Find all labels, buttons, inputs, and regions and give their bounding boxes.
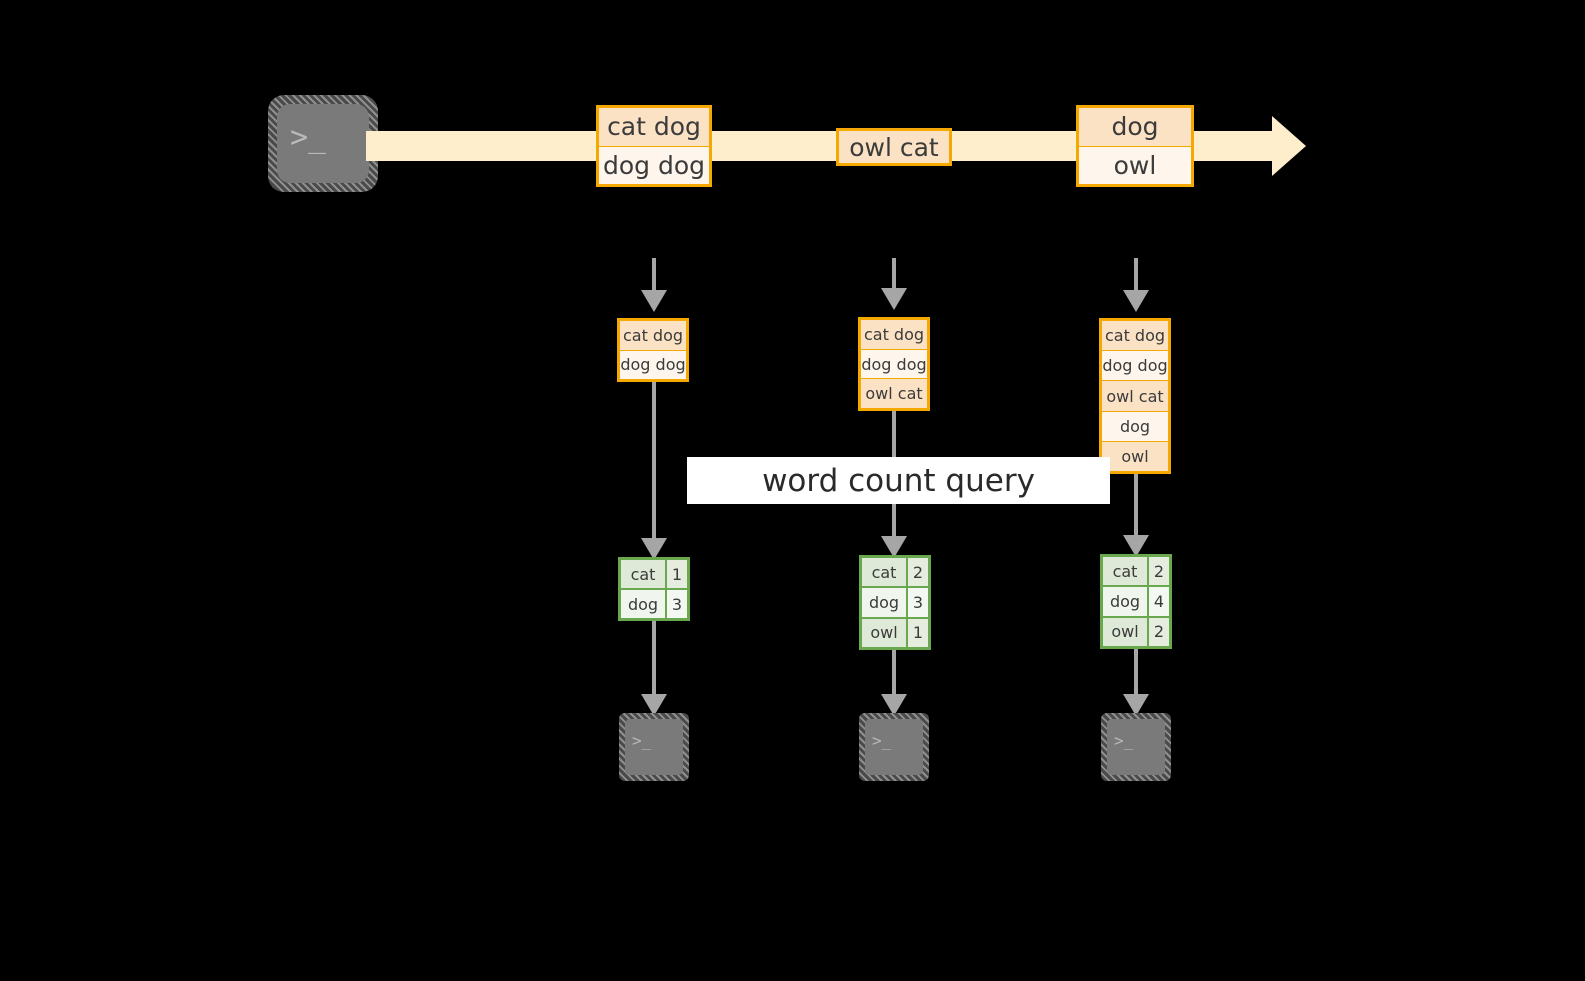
source-terminal-icon: >_: [268, 95, 378, 192]
terminal-body: [625, 719, 683, 775]
result-word: owl: [862, 618, 908, 647]
batch-to-state-connector-3: [1134, 258, 1138, 294]
result-to-sink-arrowhead-3: [1123, 694, 1149, 716]
batch-to-state-connector-1: [652, 258, 656, 294]
terminal-body: [1107, 719, 1165, 775]
state-row: owl cat: [861, 379, 927, 409]
state-row: cat dog: [1102, 321, 1168, 352]
stream-batch-3: dog owl: [1076, 105, 1194, 187]
batch-to-state-connector-2: [892, 258, 896, 294]
result-row: dog 3: [621, 590, 687, 618]
state-table-2: cat dog dog dog owl cat: [858, 317, 930, 411]
state-row: dog: [1102, 411, 1168, 442]
state-table-1: cat dog dog dog: [617, 318, 689, 382]
result-table-2: cat 2 dog 3 owl 1: [859, 555, 931, 650]
result-to-sink-arrowhead-1: [641, 694, 667, 716]
result-word: cat: [1103, 557, 1149, 586]
result-count: 3: [908, 588, 928, 617]
batch-to-state-arrowhead-2: [881, 288, 907, 310]
state-to-result-connector-3: [1134, 474, 1138, 549]
state-row: cat dog: [861, 320, 927, 350]
state-table-3: cat dog dog dog owl cat dog owl: [1099, 318, 1171, 474]
stream-batch-2: owl cat: [836, 128, 952, 166]
stream-batch-line: dog: [1079, 108, 1191, 147]
stream-timeline-arrowhead: [1272, 116, 1306, 176]
result-word: cat: [621, 560, 667, 588]
result-table-3: cat 2 dog 4 owl 2: [1100, 554, 1172, 649]
result-word: dog: [1103, 587, 1149, 616]
terminal-body: [277, 104, 369, 183]
sink-terminal-2-icon: >_: [859, 713, 929, 781]
result-row: dog 3: [862, 588, 928, 619]
result-word: owl: [1103, 617, 1149, 646]
result-word: cat: [862, 558, 908, 587]
result-to-sink-arrowhead-2: [881, 694, 907, 716]
terminal-prompt-glyph: >_: [872, 731, 892, 750]
result-row: owl 2: [1103, 617, 1169, 646]
state-to-result-connector-1: [652, 382, 656, 550]
result-count: 2: [908, 558, 928, 587]
terminal-prompt-glyph: >_: [632, 731, 652, 750]
state-row: dog dog: [620, 350, 686, 379]
terminal-prompt-glyph: >_: [290, 120, 327, 155]
stream-batch-line: cat dog: [599, 108, 709, 147]
state-row: owl cat: [1102, 381, 1168, 412]
result-to-sink-connector-2: [892, 650, 896, 706]
result-to-sink-connector-3: [1134, 649, 1138, 706]
stream-batch-line: dog dog: [599, 146, 709, 184]
result-count: 2: [1149, 617, 1169, 646]
result-row: dog 4: [1103, 587, 1169, 618]
terminal-prompt-glyph: >_: [1114, 731, 1134, 750]
terminal-body: [865, 719, 923, 775]
batch-to-state-arrowhead-3: [1123, 290, 1149, 312]
result-count: 2: [1149, 557, 1169, 586]
result-count: 4: [1149, 587, 1169, 616]
result-word: dog: [621, 590, 667, 618]
result-row: cat 1: [621, 560, 687, 590]
word-count-query-label: word count query: [687, 457, 1110, 504]
state-row: cat dog: [620, 321, 686, 351]
result-row: owl 1: [862, 618, 928, 647]
state-row: dog dog: [861, 349, 927, 380]
result-count: 1: [667, 560, 687, 588]
stream-batch-line: owl cat: [839, 131, 949, 163]
result-count: 3: [667, 590, 687, 618]
result-table-1: cat 1 dog 3: [618, 557, 690, 621]
state-row: dog dog: [1102, 351, 1168, 382]
result-row: cat 2: [862, 558, 928, 589]
result-word: dog: [862, 588, 908, 617]
result-to-sink-connector-1: [652, 621, 656, 706]
state-to-result-arrowhead-1: [641, 538, 667, 560]
result-count: 1: [908, 618, 928, 647]
sink-terminal-3-icon: >_: [1101, 713, 1171, 781]
state-to-result-arrowhead-2: [881, 536, 907, 558]
stream-batch-line: owl: [1079, 146, 1191, 184]
sink-terminal-1-icon: >_: [619, 713, 689, 781]
state-to-result-arrowhead-3: [1123, 535, 1149, 557]
result-row: cat 2: [1103, 557, 1169, 588]
stream-batch-1: cat dog dog dog: [596, 105, 712, 187]
state-row: owl: [1102, 441, 1168, 472]
batch-to-state-arrowhead-1: [641, 290, 667, 312]
